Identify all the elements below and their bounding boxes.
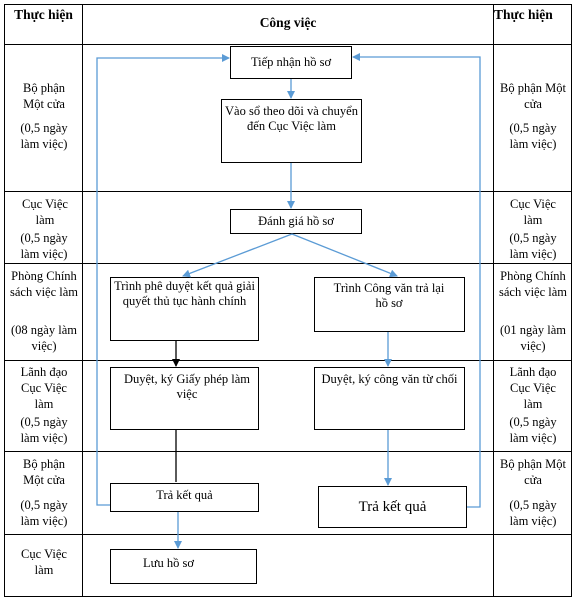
row5-right-unit: Bộ phận Một cửa xyxy=(500,457,566,487)
box-return-right-label: Trả kết quả xyxy=(358,498,427,515)
row3-right-unit: Phòng Chính sách việc làm xyxy=(498,269,568,299)
box-log xyxy=(221,99,362,163)
box-submit-approve-label: Trình phê duyệt kết quả giải quyết thủ t… xyxy=(114,279,255,308)
header-right: Thực hiện xyxy=(494,7,553,22)
row1-right-unit: Bộ phận Một cửa xyxy=(500,81,566,111)
row1-right-time: (0,5 ngày làm việc) xyxy=(509,121,557,151)
box-sign-refusal xyxy=(314,367,465,430)
box-return-left xyxy=(110,483,259,512)
box-archive xyxy=(110,549,257,584)
row2-left-time: (0,5 ngày làm việc) xyxy=(20,231,68,261)
box-submit-return xyxy=(314,277,465,332)
row3-right-time: (01 ngày làm việc) xyxy=(500,323,566,353)
row5-right-time: (0,5 ngày làm việc) xyxy=(509,498,557,528)
row3-left-time: (08 ngày làm việc) xyxy=(11,323,77,353)
row5-left-time: (0,5 ngày làm việc) xyxy=(20,498,68,528)
row2-right-unit: Cục Việc làm xyxy=(510,197,556,227)
box-submit-return-label: Trình Công văn trả lại hồ sơ xyxy=(333,281,445,310)
loop-left-return-to-receive xyxy=(96,54,230,506)
box-submit-approve xyxy=(110,277,259,341)
row4-left-unit: Lãnh đạo Cục Việc làm xyxy=(20,365,68,411)
box-sign-permit xyxy=(110,367,259,430)
arrow-evaluate-to-approve xyxy=(182,233,293,278)
box-evaluate-label: Đánh giá hồ sơ xyxy=(258,214,334,228)
box-receive-label: Tiếp nhận hồ sơ xyxy=(250,55,332,69)
box-sign-refusal-label: Duyệt, ký công văn từ chối xyxy=(321,372,458,386)
arrow-evaluate-to-return xyxy=(291,233,398,278)
flow-arrows xyxy=(96,53,481,549)
table-grid xyxy=(4,4,572,597)
box-archive-label: Lưu hồ sơ xyxy=(143,555,194,570)
row4-right-time: (0,5 ngày làm việc) xyxy=(509,415,557,445)
header-left: Thực hiện xyxy=(14,7,73,22)
box-return-left-label: Trả kết quả xyxy=(156,487,213,502)
process-boxes xyxy=(110,46,467,584)
row2-right-time: (0,5 ngày làm việc) xyxy=(509,231,557,261)
box-return-right xyxy=(318,486,467,528)
row2-left-unit: Cục Việc làm xyxy=(22,197,68,227)
row4-left-time: (0,5 ngày làm việc) xyxy=(20,415,68,445)
header-mid: Công việc xyxy=(259,15,317,30)
row6-left-unit: Cục Việc làm xyxy=(21,547,67,577)
loop-right-return-to-receive xyxy=(352,53,481,508)
row1-left-unit: Bộ phận Một cửa xyxy=(22,81,65,111)
row5-left-unit: Bộ phận Một cửa xyxy=(22,457,65,487)
box-log-label: Vào sổ theo dõi và chuyển đến Cục Việc l… xyxy=(225,104,358,133)
box-receive xyxy=(230,46,352,79)
box-sign-permit-label: Duyệt, ký Giấy phép làm việc xyxy=(123,372,250,401)
row4-right-unit: Lãnh đạo Cục Việc làm xyxy=(509,365,557,411)
row1-left-time: (0,5 ngày làm việc) xyxy=(20,121,68,151)
row3-left-unit: Phòng Chính sách việc làm xyxy=(9,269,79,299)
box-evaluate xyxy=(230,209,362,234)
